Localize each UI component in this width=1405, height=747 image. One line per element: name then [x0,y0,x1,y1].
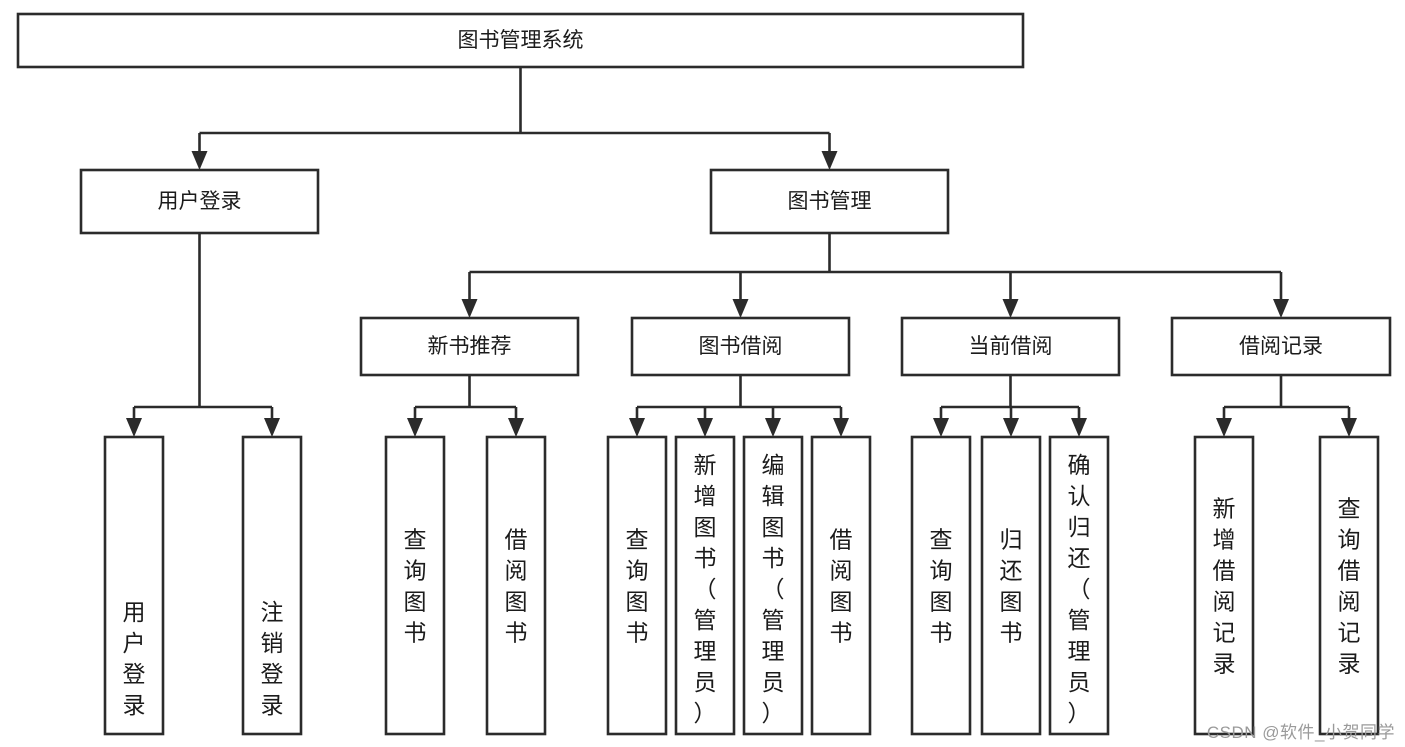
node-new-book-rec[interactable]: 新书推荐 [359,316,580,377]
node-leaf-edit-book[interactable]: 编辑图书（管理员） [742,435,804,736]
node-book-borrow[interactable]: 图书借阅 [630,316,851,377]
node-label-leaf-user-login: 用户登录 [123,599,146,718]
node-box-new-book-rec [359,316,580,377]
node-current-borrow[interactable]: 当前借阅 [900,316,1121,377]
user-login-arrow-1-head [264,418,280,437]
current-borrow-arrow-2-head [1071,418,1087,437]
node-label-root: 图书管理系统 [458,29,584,52]
node-leaf-query-book-cur[interactable]: 查询图书 [910,435,972,736]
node-box-current-borrow [900,316,1121,377]
node-box-leaf-query-book-cur [910,435,972,736]
node-box-leaf-edit-book [742,435,804,736]
node-label-borrow-record: 借阅记录 [1239,335,1323,358]
book-borrow-arrow-3-head [833,418,849,437]
book-manage-arrow-0-head [461,299,478,318]
node-leaf-borrow-book-rec[interactable]: 借阅图书 [485,435,547,736]
node-box-leaf-add-record [1193,435,1255,736]
node-leaf-confirm-return[interactable]: 确认归还（管理员） [1048,435,1110,736]
node-label-leaf-user-logout: 注销登录 [261,599,284,718]
node-box-book-manage [709,168,950,235]
node-box-borrow-record [1170,316,1392,377]
current-borrow-arrow-1-head [1003,418,1019,437]
node-root[interactable]: 图书管理系统 [16,12,1025,69]
current-borrow-arrow-0-head [933,418,949,437]
node-label-leaf-add-book: 新增图书（管理员） [694,452,717,726]
node-leaf-user-logout[interactable]: 注销登录 [241,435,303,736]
node-label-book-borrow: 图书借阅 [699,335,783,358]
node-label-leaf-query-book-rec: 查询图书 [404,527,427,646]
borrow-record-arrow-0-head [1216,418,1232,437]
book-manage-arrow-2-head [1002,299,1019,318]
node-box-leaf-query-book-rec [384,435,446,736]
node-box-leaf-query-book-borrow [606,435,668,736]
node-box-leaf-add-book [674,435,736,736]
new-book-rec-arrow-0-head [407,418,423,437]
node-label-new-book-rec: 新书推荐 [428,335,512,358]
connector-layer [126,67,1357,437]
node-box-leaf-confirm-return [1048,435,1110,736]
node-book-manage[interactable]: 图书管理 [709,168,950,235]
node-label-leaf-add-record: 新增借阅记录 [1213,496,1236,677]
node-label-leaf-query-book-borrow: 查询图书 [626,527,649,646]
node-leaf-query-book-borrow[interactable]: 查询图书 [606,435,668,736]
book-borrow-arrow-0-head [629,418,645,437]
node-leaf-query-book-rec[interactable]: 查询图书 [384,435,446,736]
node-leaf-return-book[interactable]: 归还图书 [980,435,1042,736]
book-manage-arrow-1-head [732,299,749,318]
node-box-leaf-user-login [103,435,165,736]
node-box-leaf-borrow-book-rec [485,435,547,736]
node-box-leaf-borrow-book [810,435,872,736]
node-label-leaf-query-book-cur: 查询图书 [930,527,953,646]
node-leaf-borrow-book[interactable]: 借阅图书 [810,435,872,736]
node-label-leaf-query-record: 查询借阅记录 [1338,496,1361,677]
node-leaf-add-record[interactable]: 新增借阅记录 [1193,435,1255,736]
node-box-user-login [79,168,320,235]
node-user-login[interactable]: 用户登录 [79,168,320,235]
node-box-leaf-user-logout [241,435,303,736]
book-borrow-arrow-2-head [765,418,781,437]
node-label-leaf-return-book: 归还图书 [1000,527,1023,646]
node-box-book-borrow [630,316,851,377]
node-label-user-login: 用户登录 [158,190,242,213]
root-arrow-0-head [191,151,208,170]
node-label-book-manage: 图书管理 [788,190,872,213]
borrow-record-arrow-1-head [1341,418,1357,437]
node-leaf-add-book[interactable]: 新增图书（管理员） [674,435,736,736]
new-book-rec-arrow-1-head [508,418,524,437]
node-label-leaf-edit-book: 编辑图书（管理员） [762,452,785,726]
node-box-leaf-query-record [1318,435,1380,736]
node-label-leaf-borrow-book-rec: 借阅图书 [505,527,528,646]
node-label-leaf-borrow-book: 借阅图书 [830,527,853,646]
node-borrow-record[interactable]: 借阅记录 [1170,316,1392,377]
node-layer: 图书管理系统用户登录图书管理新书推荐图书借阅当前借阅借阅记录用户登录注销登录查询… [16,12,1392,736]
user-login-arrow-0-head [126,418,142,437]
root-arrow-1-head [821,151,838,170]
node-leaf-query-record[interactable]: 查询借阅记录 [1318,435,1380,736]
node-box-leaf-return-book [980,435,1042,736]
node-box-root [16,12,1025,69]
book-manage-arrow-3-head [1273,299,1289,318]
node-leaf-user-login[interactable]: 用户登录 [103,435,165,736]
node-label-current-borrow: 当前借阅 [969,335,1053,358]
book-borrow-arrow-1-head [697,418,713,437]
node-label-leaf-confirm-return: 确认归还（管理员） [1068,452,1091,726]
